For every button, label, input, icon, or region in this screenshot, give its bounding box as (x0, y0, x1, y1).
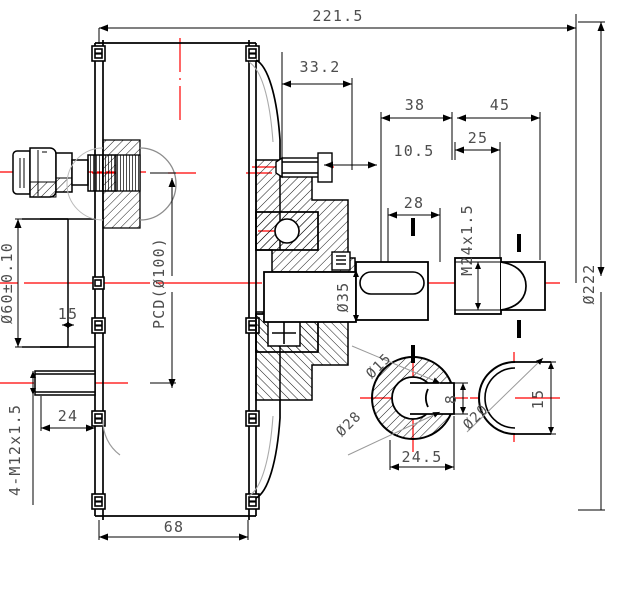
dim-pilot-depth-text: 15 (58, 305, 78, 323)
dim-section-a-od-leader (347, 411, 441, 456)
dim-bolt-circle-leader (150, 172, 176, 388)
dim-keyway-position-text: 24.5 (402, 448, 443, 466)
dim-flat-width-text: 15 (529, 389, 547, 409)
section-view-flat-shaft (478, 361, 551, 435)
dim-outer-diameter-text: Ø222 (580, 264, 598, 305)
dim-keyway-width-text: 8 (442, 394, 460, 404)
dim-shaft-diameter-text: Ø35 (334, 282, 352, 313)
dim-thread-spec-text: M24x1.5 (458, 204, 476, 276)
motor-housing (94, 40, 257, 520)
shaft-end-cap (500, 261, 527, 311)
dim-section-a-od-text: Ø28 (333, 408, 365, 440)
section-b-inner (484, 367, 516, 429)
section-b-outer (478, 361, 516, 435)
dim-flange-to-shaft (281, 52, 353, 170)
dim-mounting-depth-text: 24 (58, 407, 78, 425)
section-a-keyway (410, 382, 455, 415)
dim-mounting-thread-text: 4-M12x1.5 (6, 404, 24, 496)
dim-thread-length-text: 25 (468, 129, 488, 147)
flange-section-hatch (66, 139, 177, 229)
dim-shaft-step-2 (457, 112, 541, 260)
dim-shaft-step-1 (380, 112, 453, 262)
dim-flange-to-shaft-text: 33.2 (300, 58, 341, 76)
dim-mounting-depth (40, 396, 95, 432)
dim-outer-diameter-leader (578, 21, 605, 511)
section-view-keyed-shaft (371, 356, 455, 440)
dim-pilot-diameter-text: Ø60±0.10 (0, 242, 16, 324)
dim-overall-length-text: 221.5 (312, 7, 363, 25)
dim-keyway-width-leader (454, 382, 468, 415)
dim-overall-length (98, 14, 577, 283)
hydraulic-port-connector (12, 147, 117, 198)
keyway-slot (359, 271, 425, 295)
dim-bolt-circle-text: PCD(Ø100) (150, 237, 168, 329)
dim-thread-length (454, 142, 501, 258)
dim-bore-leader (351, 345, 441, 384)
dim-flat-width-leader (543, 361, 556, 435)
dim-keyway-length-text: 28 (404, 194, 424, 212)
housing-blend-arc (102, 419, 121, 456)
dim-keyway-length (387, 208, 441, 262)
dim-pilot-diameter-leader (14, 218, 24, 348)
dim-section-b-od-leader (466, 357, 544, 433)
dim-keyway-position (389, 416, 455, 471)
dim-shaft-step-2-text: 45 (490, 96, 510, 114)
tie-rod-bosses (91, 45, 260, 510)
port-block-lower (34, 370, 96, 396)
dim-shaft-detail-1-text: 10.5 (394, 142, 435, 160)
dim-shaft-step-1-text: 38 (405, 96, 425, 114)
dim-body-length (98, 520, 249, 541)
dim-body-length-text: 68 (164, 518, 184, 536)
